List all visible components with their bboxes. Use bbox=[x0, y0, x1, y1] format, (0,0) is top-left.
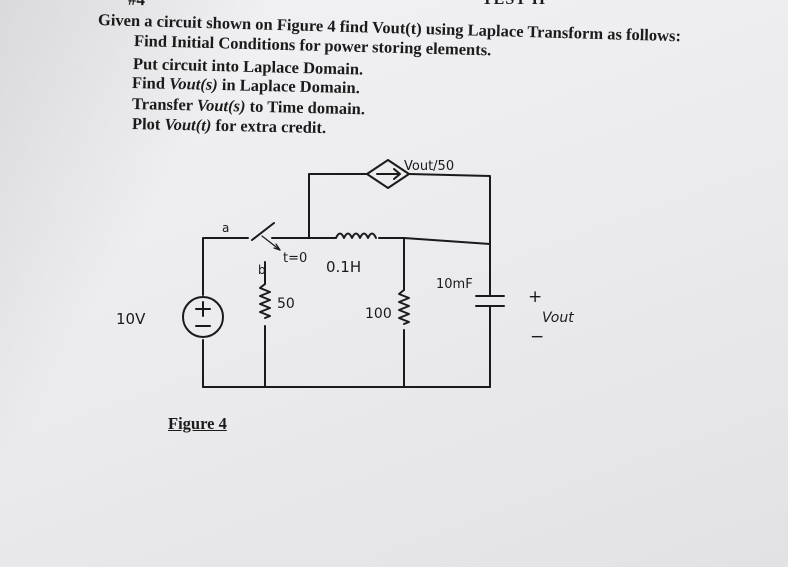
dep-source-arrow bbox=[376, 168, 401, 180]
output-plus: + bbox=[528, 287, 542, 307]
source-label: 10V bbox=[116, 310, 146, 328]
switch-to-inductor-wire bbox=[271, 237, 491, 245]
dependent-source bbox=[366, 159, 410, 189]
resistor-50-label: 50 bbox=[277, 296, 295, 312]
resistor-100-label: 100 bbox=[365, 306, 392, 322]
resistor-50 bbox=[259, 283, 271, 319]
inductor-label: 0.1H bbox=[326, 258, 361, 276]
output-minus: − bbox=[530, 327, 544, 347]
voltage-source bbox=[182, 296, 224, 338]
inductor bbox=[335, 232, 377, 239]
source-polarity-marks bbox=[195, 301, 211, 327]
test-header-fragment: TEST II bbox=[482, 0, 546, 9]
source-wire bbox=[202, 237, 249, 388]
dep-source-label: Vout/50 bbox=[404, 159, 454, 174]
switch-b-label: b bbox=[258, 263, 266, 277]
dep-source-wire bbox=[308, 173, 491, 245]
output-label: Vout bbox=[542, 310, 574, 326]
figure-caption: Figure 4 bbox=[168, 414, 227, 433]
switch-blade bbox=[251, 222, 275, 241]
switch-arrowhead bbox=[273, 243, 281, 251]
switch-a-label: a bbox=[222, 221, 229, 235]
switch-time-label: t=0 bbox=[283, 251, 307, 266]
switch-arrow bbox=[261, 235, 281, 251]
capacitor-label: 10mF bbox=[436, 277, 473, 292]
resistor-100 bbox=[398, 289, 410, 325]
capacitor bbox=[475, 295, 505, 307]
